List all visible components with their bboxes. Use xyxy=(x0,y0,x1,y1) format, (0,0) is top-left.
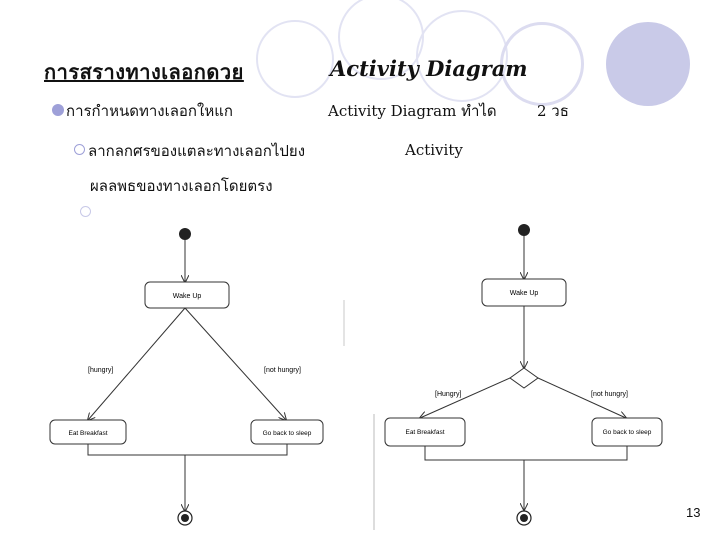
start-node xyxy=(179,228,191,240)
bullet2-line2-text: ผลลพธของทางเลอกโดยตรง xyxy=(90,177,273,195)
flow-to-eat xyxy=(420,377,511,418)
slide-title-right: Activity Diagram xyxy=(330,56,528,81)
bullet1-mid-text: Activity Diagram ทำได xyxy=(328,102,497,120)
flow-eat-merge xyxy=(87,444,185,456)
flow-sleep-merge xyxy=(185,444,288,456)
bullet-hollow-icon xyxy=(74,144,85,155)
page-number: 13 xyxy=(686,505,701,520)
guard-hungry: [Hungry] xyxy=(435,391,462,398)
flow-to-eat xyxy=(88,307,186,420)
flow-to-sleep xyxy=(537,377,626,418)
flow-sleep-merge xyxy=(524,446,628,461)
bullet1-right-text: 2 วธ xyxy=(537,102,569,120)
guard-not-hungry: [not hungry] xyxy=(591,391,628,398)
bullet-filled-icon xyxy=(52,104,64,116)
bullet2-text: ลากลกศรของแตละทางเลอกไปยง xyxy=(88,142,306,160)
guard-hungry: [hungry] xyxy=(88,367,113,374)
action-eat-breakfast-label: Eat Breakfast xyxy=(405,429,444,436)
action-wake-up xyxy=(144,281,230,309)
decision-node xyxy=(509,367,539,389)
decor-circle-4 xyxy=(500,22,584,106)
end-node-inner xyxy=(520,514,528,522)
start-node xyxy=(518,224,530,236)
bullet1-text: การกำหนดทางเลอกใหแก xyxy=(66,102,233,120)
flow-eat-merge xyxy=(424,446,524,461)
flow-to-sleep xyxy=(184,307,286,420)
slide-title-left: การสรางทางเลอกดวย xyxy=(44,60,244,84)
decor-circle-5 xyxy=(606,22,690,106)
decor-circle-1 xyxy=(256,20,334,98)
action-go-back-label: Go back to sleep xyxy=(603,429,652,436)
bullet-hollow-faded-icon xyxy=(80,206,91,217)
end-node-inner xyxy=(181,514,189,522)
bullet2-mid-text: Activity xyxy=(405,141,463,159)
action-go-back-label: Go back to sleep xyxy=(263,430,312,437)
action-eat-breakfast-label: Eat Breakfast xyxy=(68,430,107,437)
guard-not-hungry: [not hungry] xyxy=(264,367,301,374)
action-wake-up-label: Wake Up xyxy=(510,290,539,297)
action-wake-up-label: Wake Up xyxy=(173,293,202,300)
